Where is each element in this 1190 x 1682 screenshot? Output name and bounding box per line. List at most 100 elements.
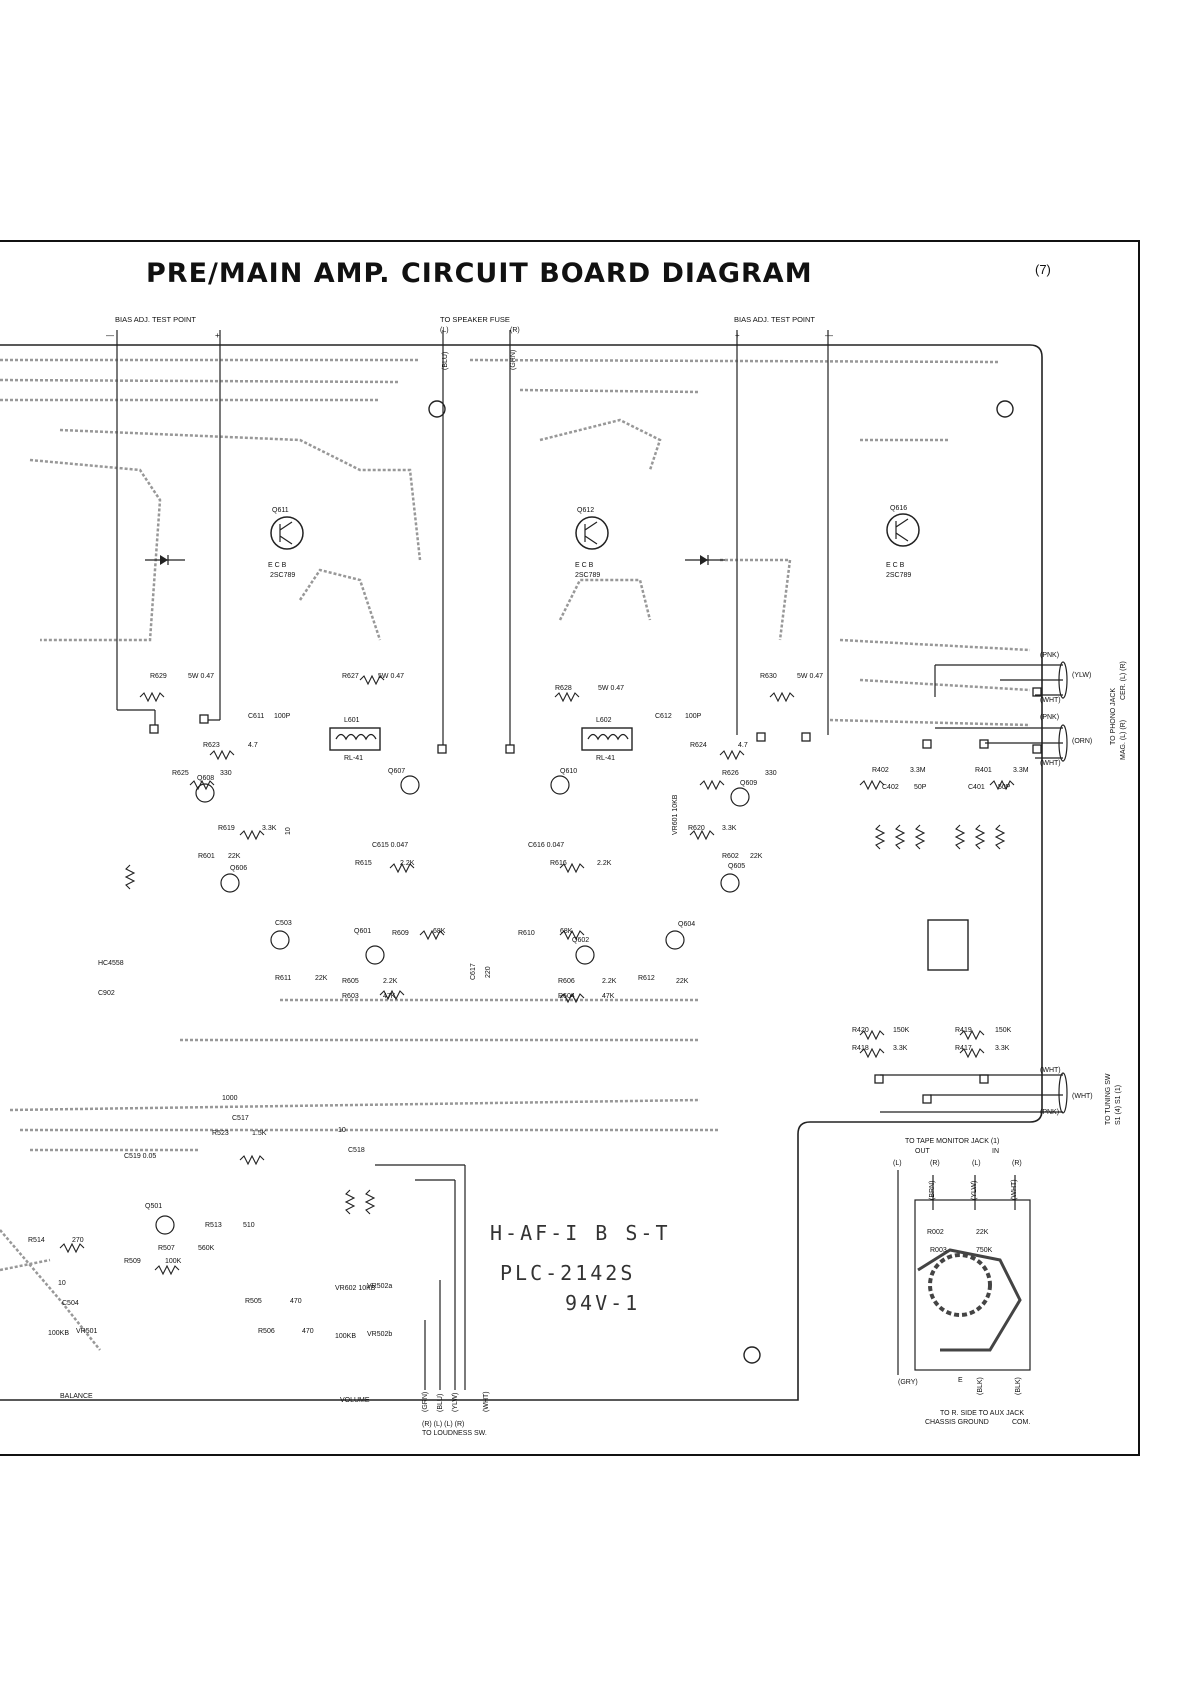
label-c402: C402 xyxy=(882,784,899,791)
power-transistor-q612: Q612 E C B 2SC789 xyxy=(575,507,609,579)
label-r605: R605 xyxy=(342,978,359,985)
label-r602-value: 22K xyxy=(750,853,763,860)
loudness-grn: (GRN) xyxy=(422,1392,429,1412)
loudness-label: TO LOUDNESS SW. xyxy=(422,1430,487,1437)
label-vr501: 100KB xyxy=(48,1330,69,1337)
speaker-fuse-r: (R) xyxy=(510,327,520,334)
label-c402-value: 50P xyxy=(914,784,927,791)
tape-22k: 22K xyxy=(976,1229,989,1236)
label-r623: R623 xyxy=(203,742,220,749)
label-r626: R626 xyxy=(722,770,739,777)
tape-brn: (BRN) xyxy=(929,1181,936,1200)
label-r612-value: 22K xyxy=(676,978,689,985)
label-r505: R505 xyxy=(245,1298,262,1305)
ic401 xyxy=(927,919,969,971)
phono-pnk-b: (PNK) xyxy=(1040,714,1059,721)
label-c517-value: C517 xyxy=(232,1115,249,1122)
tape-bottom-2: CHASSIS GROUND xyxy=(925,1419,989,1426)
label-c615: C615 0.047 xyxy=(372,842,408,849)
tape-bottom-3: COM. xyxy=(1012,1419,1030,1426)
wire-grn: (GRN) xyxy=(510,350,517,370)
speaker-fuse-l: (L) xyxy=(440,327,449,334)
label-r507-value: 560K xyxy=(198,1245,215,1252)
label-r601: R601 xyxy=(198,853,215,860)
label-r611: R611 xyxy=(275,975,291,982)
l602-label: L602 xyxy=(596,717,612,724)
component-labels: R629 5W 0.47 R630 5W 0.47 R627 5W 0.47 R… xyxy=(28,673,1029,1340)
label-r625: R625 xyxy=(172,770,189,777)
label-c517: 1000 xyxy=(222,1095,238,1102)
label-r606-value: 2.2K xyxy=(602,978,617,985)
label-r602: R602 xyxy=(722,853,739,860)
tape-e: E xyxy=(958,1377,963,1384)
label-q605: Q605 xyxy=(728,863,745,870)
label-q501: Q501 xyxy=(145,1203,162,1210)
tape-monitor-in: IN xyxy=(992,1148,999,1155)
label-c612-value: 100P xyxy=(685,713,702,720)
label-r603: R603 xyxy=(342,993,359,1000)
pcb-outline xyxy=(0,344,1043,1401)
label-r629-value: 5W 0.47 xyxy=(188,673,214,680)
label-r506: R506 xyxy=(258,1328,275,1335)
label-vr602: VR601 10KB xyxy=(672,794,679,835)
label-r616-value: 2.2K xyxy=(597,860,612,867)
label-r401: R401 xyxy=(975,767,992,774)
label-c519: C519 0.05 xyxy=(124,1153,156,1160)
label-r523: R523 xyxy=(212,1130,229,1137)
label-r616: R616 xyxy=(550,860,567,867)
label-r630: R630 xyxy=(760,673,777,680)
label-vr502a: VR602 10KB xyxy=(335,1285,376,1292)
label-r610: R610 xyxy=(518,930,535,937)
label-r513: R513 xyxy=(205,1222,222,1229)
phono-pnk-a: (PNK) xyxy=(1040,652,1059,659)
minus-sign: — xyxy=(825,331,833,340)
tape-gry: (GRY) xyxy=(898,1379,918,1386)
label-r418-value: 3.3K xyxy=(893,1045,908,1052)
power-transistor-q611: Q611 E C B 2SC789 xyxy=(268,507,304,579)
label-q601: Q601 xyxy=(354,928,371,935)
page-number: (7) xyxy=(1035,262,1051,277)
label-r629: R629 xyxy=(150,673,167,680)
label-c401: C401 xyxy=(968,784,985,791)
tape-r2: (R) xyxy=(1012,1160,1022,1167)
label-vr501-value: VR501 xyxy=(76,1328,98,1335)
tape-blk1: (BLK) xyxy=(977,1377,984,1395)
power-transistor-q616: Q616 E C B 2SC789 xyxy=(886,505,920,579)
wire-blu: (BLU) xyxy=(442,352,449,370)
label-c504: 10 xyxy=(58,1280,66,1287)
label-r506-value: 470 xyxy=(302,1328,314,1335)
label-r419: R419 xyxy=(955,1027,972,1034)
q611-label: Q611 xyxy=(272,507,289,514)
label-r606: R606 xyxy=(558,978,575,985)
label-r402-value: 3.3M xyxy=(910,767,926,774)
label-r604-value: 47K xyxy=(602,993,615,1000)
tuning-sw-label: TO TUNING SW xyxy=(1105,1073,1112,1125)
label-vr601: 10 xyxy=(285,827,292,835)
label-r615: R615 xyxy=(355,860,372,867)
tape-monitor-title: TO TAPE MONITOR JACK (1) xyxy=(905,1138,999,1145)
label-r509: R509 xyxy=(124,1258,141,1265)
phono-wht-a: (WHT) xyxy=(1040,697,1061,704)
label-r612: R612 xyxy=(638,975,655,982)
label-vr502a-value: VR502a xyxy=(367,1283,392,1290)
ecb-label: E C B xyxy=(575,562,594,569)
label-c612: C612 xyxy=(655,713,672,720)
diagram-title: PRE/MAIN AMP. CIRCUIT BOARD DIAGRAM xyxy=(146,258,813,289)
label-r419-value: 150K xyxy=(995,1027,1012,1034)
q611-type: 2SC789 xyxy=(270,572,295,579)
tape-750k: 750K xyxy=(976,1247,993,1254)
label-r624: R624 xyxy=(690,742,707,749)
label-r402: R402 xyxy=(872,767,889,774)
tape-l1: (L) xyxy=(893,1160,902,1167)
volume-label: VOLUME xyxy=(340,1397,370,1404)
label-r619-value: 3.3K xyxy=(262,825,277,832)
label-r601-value: 22K xyxy=(228,853,241,860)
label-q610: Q610 xyxy=(560,768,577,775)
label-c504-value: C504 xyxy=(62,1300,79,1307)
tuning-sw-connector xyxy=(880,1072,1068,1114)
diode-d601 xyxy=(145,555,185,565)
copper-traces xyxy=(0,358,1031,1351)
phono-cer-label: CER. (L) (R) xyxy=(1120,661,1127,700)
label-q608: Q608 xyxy=(197,775,214,782)
